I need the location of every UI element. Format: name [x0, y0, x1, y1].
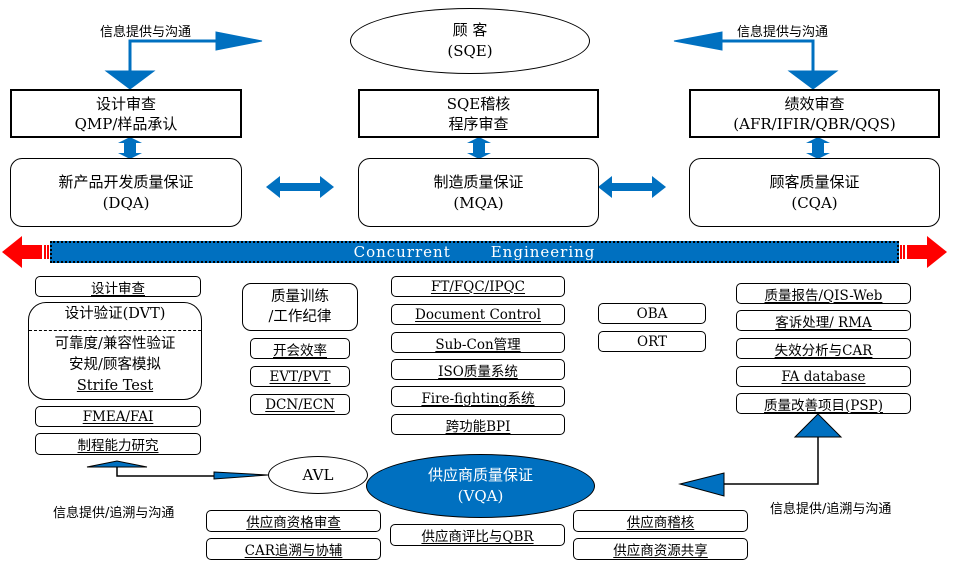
info-label-bottom-left: 信息提供/追溯与沟通 — [53, 506, 175, 521]
training-line: /工作纪律 — [268, 309, 332, 325]
banner-left-red-arrow — [2, 236, 49, 268]
review-box-title: 设计审查 — [95, 94, 156, 113]
vendor-item[interactable]: 供应商资源共享 — [573, 538, 748, 560]
mqa-item[interactable]: Fire-fighting系统 — [391, 386, 565, 407]
qa-box-code: (DQA) — [102, 193, 150, 212]
avl-to-dqa-arrow — [86, 460, 269, 480]
vendor-item[interactable]: 供应商资格审查 — [206, 510, 381, 532]
dvt-line: Strife Test — [76, 378, 154, 394]
dqa-item-fmea[interactable]: FMEA/FAI — [35, 406, 201, 427]
mqa-item[interactable]: Document Control — [391, 304, 565, 325]
review-box-subtitle: QMP/样品承认 — [74, 114, 178, 133]
qa-box-dqa[interactable]: 新产品开发质量保证 (DQA) — [10, 158, 242, 227]
info-label-top-left: 信息提供与沟通 — [100, 25, 192, 40]
avl-label: AVL — [302, 465, 334, 484]
banner-right-red-arrow — [900, 236, 947, 268]
dqa-item-dvt[interactable]: 设计验证(DVT) 可靠度/兼容性验证 安规/顾客模拟 Strife Test — [28, 302, 202, 400]
qa-box-code: (MQA) — [453, 193, 504, 212]
mqa-item[interactable]: ISO质量系统 — [391, 359, 565, 380]
ort-item[interactable]: ORT — [598, 331, 706, 352]
info-label-bottom-right: 信息提供/追溯与沟通 — [770, 502, 892, 517]
horizontal-double-arrow-mqa-cqa — [598, 176, 666, 198]
dqa-item-design-review[interactable]: 设计审查 — [35, 276, 201, 297]
vertical-double-arrow-cqa — [806, 137, 830, 159]
qa-box-title: 顾客质量保证 — [769, 172, 860, 191]
cqa-item[interactable]: 失效分析与CAR — [736, 338, 911, 359]
vendor-item[interactable]: 供应商评比与QBR — [390, 524, 565, 546]
review-box-title: 绩效审查 — [784, 94, 845, 113]
qa-box-title: 制造质量保证 — [433, 172, 524, 191]
horizontal-double-arrow-dqa-mqa — [266, 176, 334, 198]
cqa-item[interactable]: FA database — [736, 366, 911, 387]
banner-word-engineering: Engineering — [490, 243, 596, 261]
customer-label: 顾 客 — [452, 21, 488, 39]
customer-ellipse[interactable]: 顾 客 (SQE) — [350, 8, 590, 74]
dvt-line: 可靠度/兼容性验证 — [54, 336, 176, 352]
info-flow-right-arrow — [673, 31, 839, 90]
info-flow-left-arrow — [104, 31, 263, 90]
banner-word-concurrent: Concurrent — [353, 243, 451, 261]
vendor-item[interactable]: CAR追溯与协辅 — [206, 538, 381, 560]
mqa-item[interactable]: FT/FQC/IPQC — [391, 276, 565, 297]
vqa-title: 供应商质量保证 — [427, 466, 533, 484]
mqa-item[interactable]: 跨功能BPI — [391, 414, 565, 435]
training-line: 质量训练 — [271, 289, 329, 305]
avl-ellipse[interactable]: AVL — [268, 456, 368, 494]
dqa-item-process-capability[interactable]: 制程能力研究 — [35, 433, 201, 455]
cqa-item[interactable]: 质量报告/QIS-Web — [736, 283, 911, 304]
qa-box-code: (CQA) — [791, 193, 838, 212]
review-box-title: SQE稽核 — [446, 94, 511, 113]
vendor-item[interactable]: 供应商稽核 — [573, 510, 748, 532]
concurrent-engineering-banner: Concurrent Engineering — [50, 241, 899, 263]
review-box-design[interactable]: 设计审查 QMP/样品承认 — [10, 89, 242, 138]
review-box-subtitle: (AFR/IFIR/QBR/QQS) — [733, 114, 896, 133]
training-item-meeting[interactable]: 开会效率 — [250, 338, 350, 359]
review-box-performance[interactable]: 绩效审查 (AFR/IFIR/QBR/QQS) — [689, 89, 940, 138]
training-item-evt-pvt[interactable]: EVT/PVT — [250, 366, 350, 387]
qa-box-mqa[interactable]: 制造质量保证 (MQA) — [358, 158, 599, 227]
vqa-ellipse[interactable]: 供应商质量保证 (VQA) — [366, 454, 595, 518]
qa-box-cqa[interactable]: 顾客质量保证 (CQA) — [689, 158, 940, 227]
info-label-top-right: 信息提供与沟通 — [737, 25, 829, 40]
training-item-dcn-ecn[interactable]: DCN/ECN — [250, 394, 350, 415]
review-box-subtitle: 程序审查 — [448, 114, 509, 133]
psp-to-vqa-arrow — [678, 413, 843, 497]
dvt-title: 设计验证(DVT) — [29, 303, 201, 331]
qa-box-title: 新产品开发质量保证 — [58, 172, 194, 191]
vqa-code: (VQA) — [457, 487, 504, 505]
review-box-sqe[interactable]: SQE稽核 程序审查 — [358, 89, 599, 138]
mqa-item[interactable]: Sub-Con管理 — [391, 332, 565, 353]
cqa-item[interactable]: 客诉处理/ RMA — [736, 310, 911, 331]
cqa-item[interactable]: 质量改善项目(PSP) — [736, 393, 911, 414]
vertical-double-arrow-mqa — [467, 137, 491, 159]
oba-item[interactable]: OBA — [598, 303, 706, 324]
vertical-double-arrow-dqa — [118, 137, 142, 159]
customer-code: (SQE) — [447, 42, 493, 60]
dvt-line: 安规/顾客模拟 — [69, 357, 161, 373]
training-item-discipline[interactable]: 质量训练 /工作纪律 — [242, 283, 358, 331]
